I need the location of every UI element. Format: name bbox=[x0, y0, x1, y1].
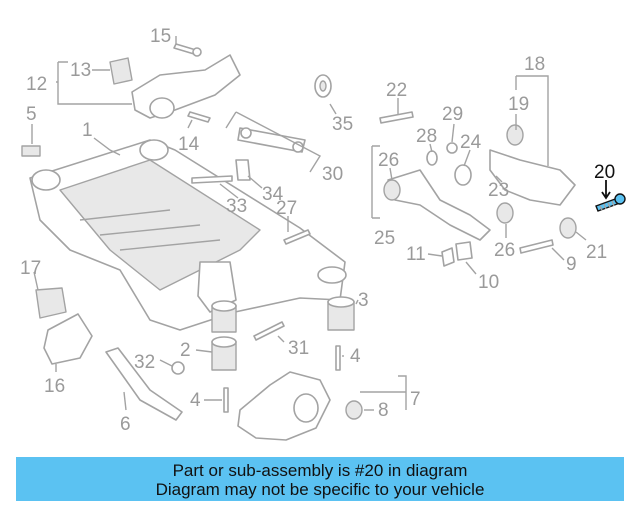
leader-2 bbox=[195, 349, 213, 353]
callout-13: 13 bbox=[70, 60, 91, 81]
callout-30: 30 bbox=[322, 164, 343, 185]
callout-14: 14 bbox=[178, 134, 200, 155]
leader-1 bbox=[93, 137, 121, 156]
banner-line-2: Diagram may not be specific to your vehi… bbox=[155, 480, 485, 499]
bolt-4b-part bbox=[223, 387, 229, 413]
leader-24 bbox=[463, 149, 471, 167]
leader-17 bbox=[33, 271, 39, 291]
nut-32-part bbox=[171, 361, 185, 375]
leader-6 bbox=[123, 391, 127, 411]
bolt-27-part bbox=[283, 229, 311, 245]
bolt-9-part bbox=[519, 239, 554, 254]
leader-28 bbox=[429, 143, 433, 153]
callout-33: 33 bbox=[226, 196, 247, 217]
callout-34: 34 bbox=[262, 184, 284, 205]
leader-11 bbox=[427, 253, 443, 257]
bracket-16-part bbox=[43, 313, 93, 365]
leader-9 bbox=[551, 247, 565, 261]
upper-control-arm-part bbox=[109, 54, 241, 119]
banner-line-1: Part or sub-assembly is #20 in diagram bbox=[172, 461, 468, 480]
leader-35 bbox=[329, 103, 337, 115]
callout-26a: 26 bbox=[378, 150, 399, 171]
callout-17: 17 bbox=[20, 258, 41, 279]
leader-10 bbox=[465, 261, 477, 275]
leader-25 bbox=[371, 145, 380, 219]
callout-16: 16 bbox=[44, 376, 65, 397]
callout-32: 32 bbox=[134, 352, 155, 373]
leader-14 bbox=[187, 119, 193, 129]
callout-24: 24 bbox=[460, 132, 482, 153]
callout-20: 20 bbox=[594, 162, 615, 183]
bushing-2-part bbox=[211, 300, 237, 371]
leader-32 bbox=[159, 359, 173, 367]
bushing-3-part bbox=[327, 296, 355, 331]
leader-18 bbox=[515, 75, 549, 166]
callout-10: 10 bbox=[478, 272, 499, 293]
bolt-31-part bbox=[253, 321, 285, 341]
callout-11: 11 bbox=[406, 244, 426, 265]
leader-3 bbox=[355, 299, 359, 305]
leader-21 bbox=[575, 231, 587, 241]
trailing-arm-part bbox=[383, 169, 491, 241]
leader-20 bbox=[601, 180, 611, 200]
bolt-20-part bbox=[595, 193, 626, 212]
link-30-part bbox=[237, 127, 306, 153]
leader-30 bbox=[225, 111, 321, 173]
callout-5: 5 bbox=[26, 104, 37, 125]
callout-22: 22 bbox=[386, 80, 407, 101]
callout-2: 2 bbox=[180, 340, 191, 361]
callout-18: 18 bbox=[524, 54, 545, 75]
leader-33 bbox=[219, 183, 239, 199]
callout-29: 29 bbox=[442, 104, 463, 125]
callout-15: 15 bbox=[150, 26, 171, 47]
leader-31 bbox=[277, 335, 285, 343]
callout-27: 27 bbox=[276, 198, 297, 219]
bracket-34-part bbox=[235, 159, 251, 181]
bolt-15-part bbox=[173, 43, 202, 57]
callout-35: 35 bbox=[332, 114, 353, 135]
callout-25: 25 bbox=[374, 228, 395, 249]
washer-28-part bbox=[426, 150, 438, 166]
callout-7: 7 bbox=[410, 389, 421, 410]
info-banner: Part or sub-assembly is #20 in diagram D… bbox=[16, 457, 624, 501]
bushing-35-part bbox=[314, 74, 332, 98]
bushing-5-part bbox=[21, 145, 41, 157]
callout-4b: 4 bbox=[190, 390, 201, 411]
callout-26b: 26 bbox=[494, 240, 515, 261]
bracket-10-part bbox=[455, 241, 473, 261]
nut-11-part bbox=[441, 247, 455, 267]
callout-9: 9 bbox=[566, 254, 577, 275]
callout-31: 31 bbox=[288, 338, 309, 359]
lower-control-arm-part bbox=[454, 124, 577, 239]
knuckle-7-part bbox=[237, 371, 363, 441]
callout-23: 23 bbox=[488, 180, 509, 201]
callout-28: 28 bbox=[416, 126, 437, 147]
bolt-4-part bbox=[335, 345, 341, 371]
callout-21: 21 bbox=[586, 242, 607, 263]
leader-23 bbox=[495, 175, 503, 183]
callout-8: 8 bbox=[378, 400, 389, 421]
callout-12: 12 bbox=[26, 74, 47, 95]
leader-12 bbox=[56, 61, 132, 105]
leader-34 bbox=[247, 175, 263, 189]
mount-17-part bbox=[35, 287, 67, 319]
callout-19: 19 bbox=[508, 94, 529, 115]
leader-26a bbox=[389, 167, 393, 181]
nut-29-part bbox=[446, 142, 458, 154]
bolt-14-part bbox=[187, 111, 211, 123]
leader-7 bbox=[360, 375, 407, 410]
bolt-22-part bbox=[379, 111, 414, 124]
bolt-33-part bbox=[191, 175, 233, 184]
bracket-6-part bbox=[105, 347, 183, 421]
leader-29 bbox=[451, 123, 455, 143]
subframe-part bbox=[29, 139, 347, 331]
callout-1: 1 bbox=[82, 120, 93, 141]
callout-3: 3 bbox=[358, 290, 369, 311]
callout-6: 6 bbox=[120, 414, 131, 435]
callout-4a: 4 bbox=[350, 346, 361, 367]
